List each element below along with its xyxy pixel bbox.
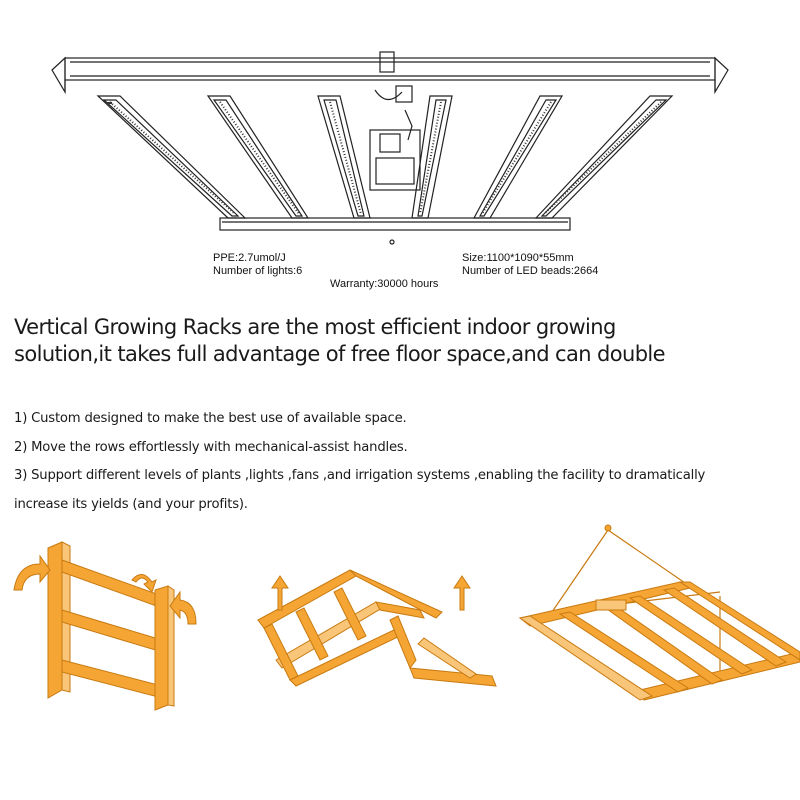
- feature-list: 1) Custom designed to make the best use …: [14, 405, 794, 519]
- headline-line-1: Vertical Growing Racks are the most effi…: [14, 315, 616, 339]
- up-arrow-icon-left: [271, 575, 289, 611]
- feature-item-3: 3) Support different levels of plants ,l…: [14, 468, 706, 483]
- rotate-arrow-left-icon: [13, 554, 51, 591]
- spec-size: Size:1100*1090*55mm: [462, 252, 574, 264]
- spec-number-of-lights: Number of lights:6: [213, 265, 303, 277]
- headline-line-2: solution,it takes full advantage of free…: [14, 342, 666, 366]
- feature-item-1: 1) Custom designed to make the best use …: [14, 411, 407, 426]
- led-fixture-diagram: [51, 51, 729, 245]
- rotate-arrow-right-icon: [169, 590, 197, 625]
- folded-light-icon: [47, 541, 175, 711]
- half-unfolded-light-icon: [257, 569, 497, 687]
- feature-item-3-continued: increase its yields (and your profits).: [14, 496, 248, 512]
- spec-ppe: PPE:2.7umol/J: [213, 252, 286, 264]
- spec-led-beads: Number of LED beads:2664: [462, 265, 599, 277]
- folding-illustrations: [13, 524, 800, 711]
- feature-item-2: 2) Move the rows effortlessly with mecha…: [14, 439, 408, 455]
- headline: Vertical Growing Racks are the most effi…: [14, 314, 794, 368]
- up-arrow-icon-right: [453, 575, 471, 611]
- spec-warranty: Warranty:30000 hours: [330, 278, 439, 290]
- hanging-light-icon: [518, 524, 800, 701]
